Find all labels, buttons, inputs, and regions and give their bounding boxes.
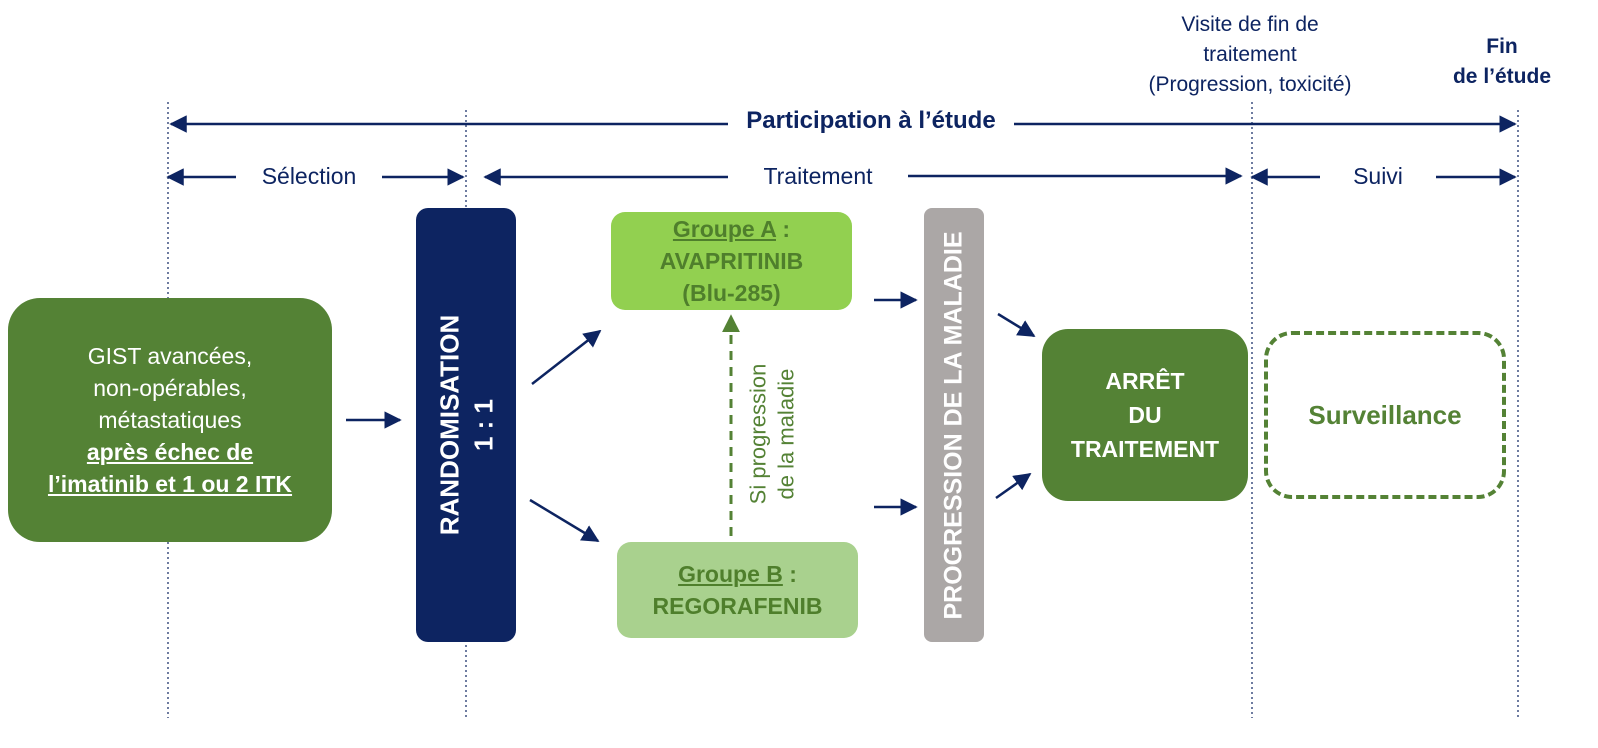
randomisation-box: RANDOMISATION 1 : 1 [416, 208, 516, 642]
arrow-random-to-a [531, 329, 602, 385]
arrow-progression-to-stop-bottom [995, 472, 1032, 500]
inclusion-criteria-box: GIST avancées, non-opérables, métastatiq… [8, 298, 332, 542]
treatment-label: Traitement [763, 163, 873, 189]
selection-label: Sélection [261, 163, 357, 189]
participation-label: Participation à l’étude [746, 107, 996, 134]
arrow-progression-to-stop-top [997, 312, 1036, 338]
surveillance-box: Surveillance [1264, 331, 1506, 499]
end-of-study-label: Fin de l’étude [1452, 35, 1552, 88]
end-of-treatment-visit-label: Visite de fin de traitement (Progression… [1148, 13, 1352, 96]
followup-label: Suivi [1353, 163, 1403, 189]
disease-progression-box: PROGRESSION DE LA MALADIE [924, 208, 984, 642]
arrow-random-to-b [529, 498, 600, 543]
group-a-box: Groupe A : AVAPRITINIB (Blu-285) [611, 212, 852, 310]
treatment-stop-box: ARRÊT DU TRAITEMENT [1042, 329, 1248, 501]
group-b-box: Groupe B : REGORAFENIB [617, 542, 858, 638]
crossover-label: Si progression de la maladie [744, 363, 798, 505]
